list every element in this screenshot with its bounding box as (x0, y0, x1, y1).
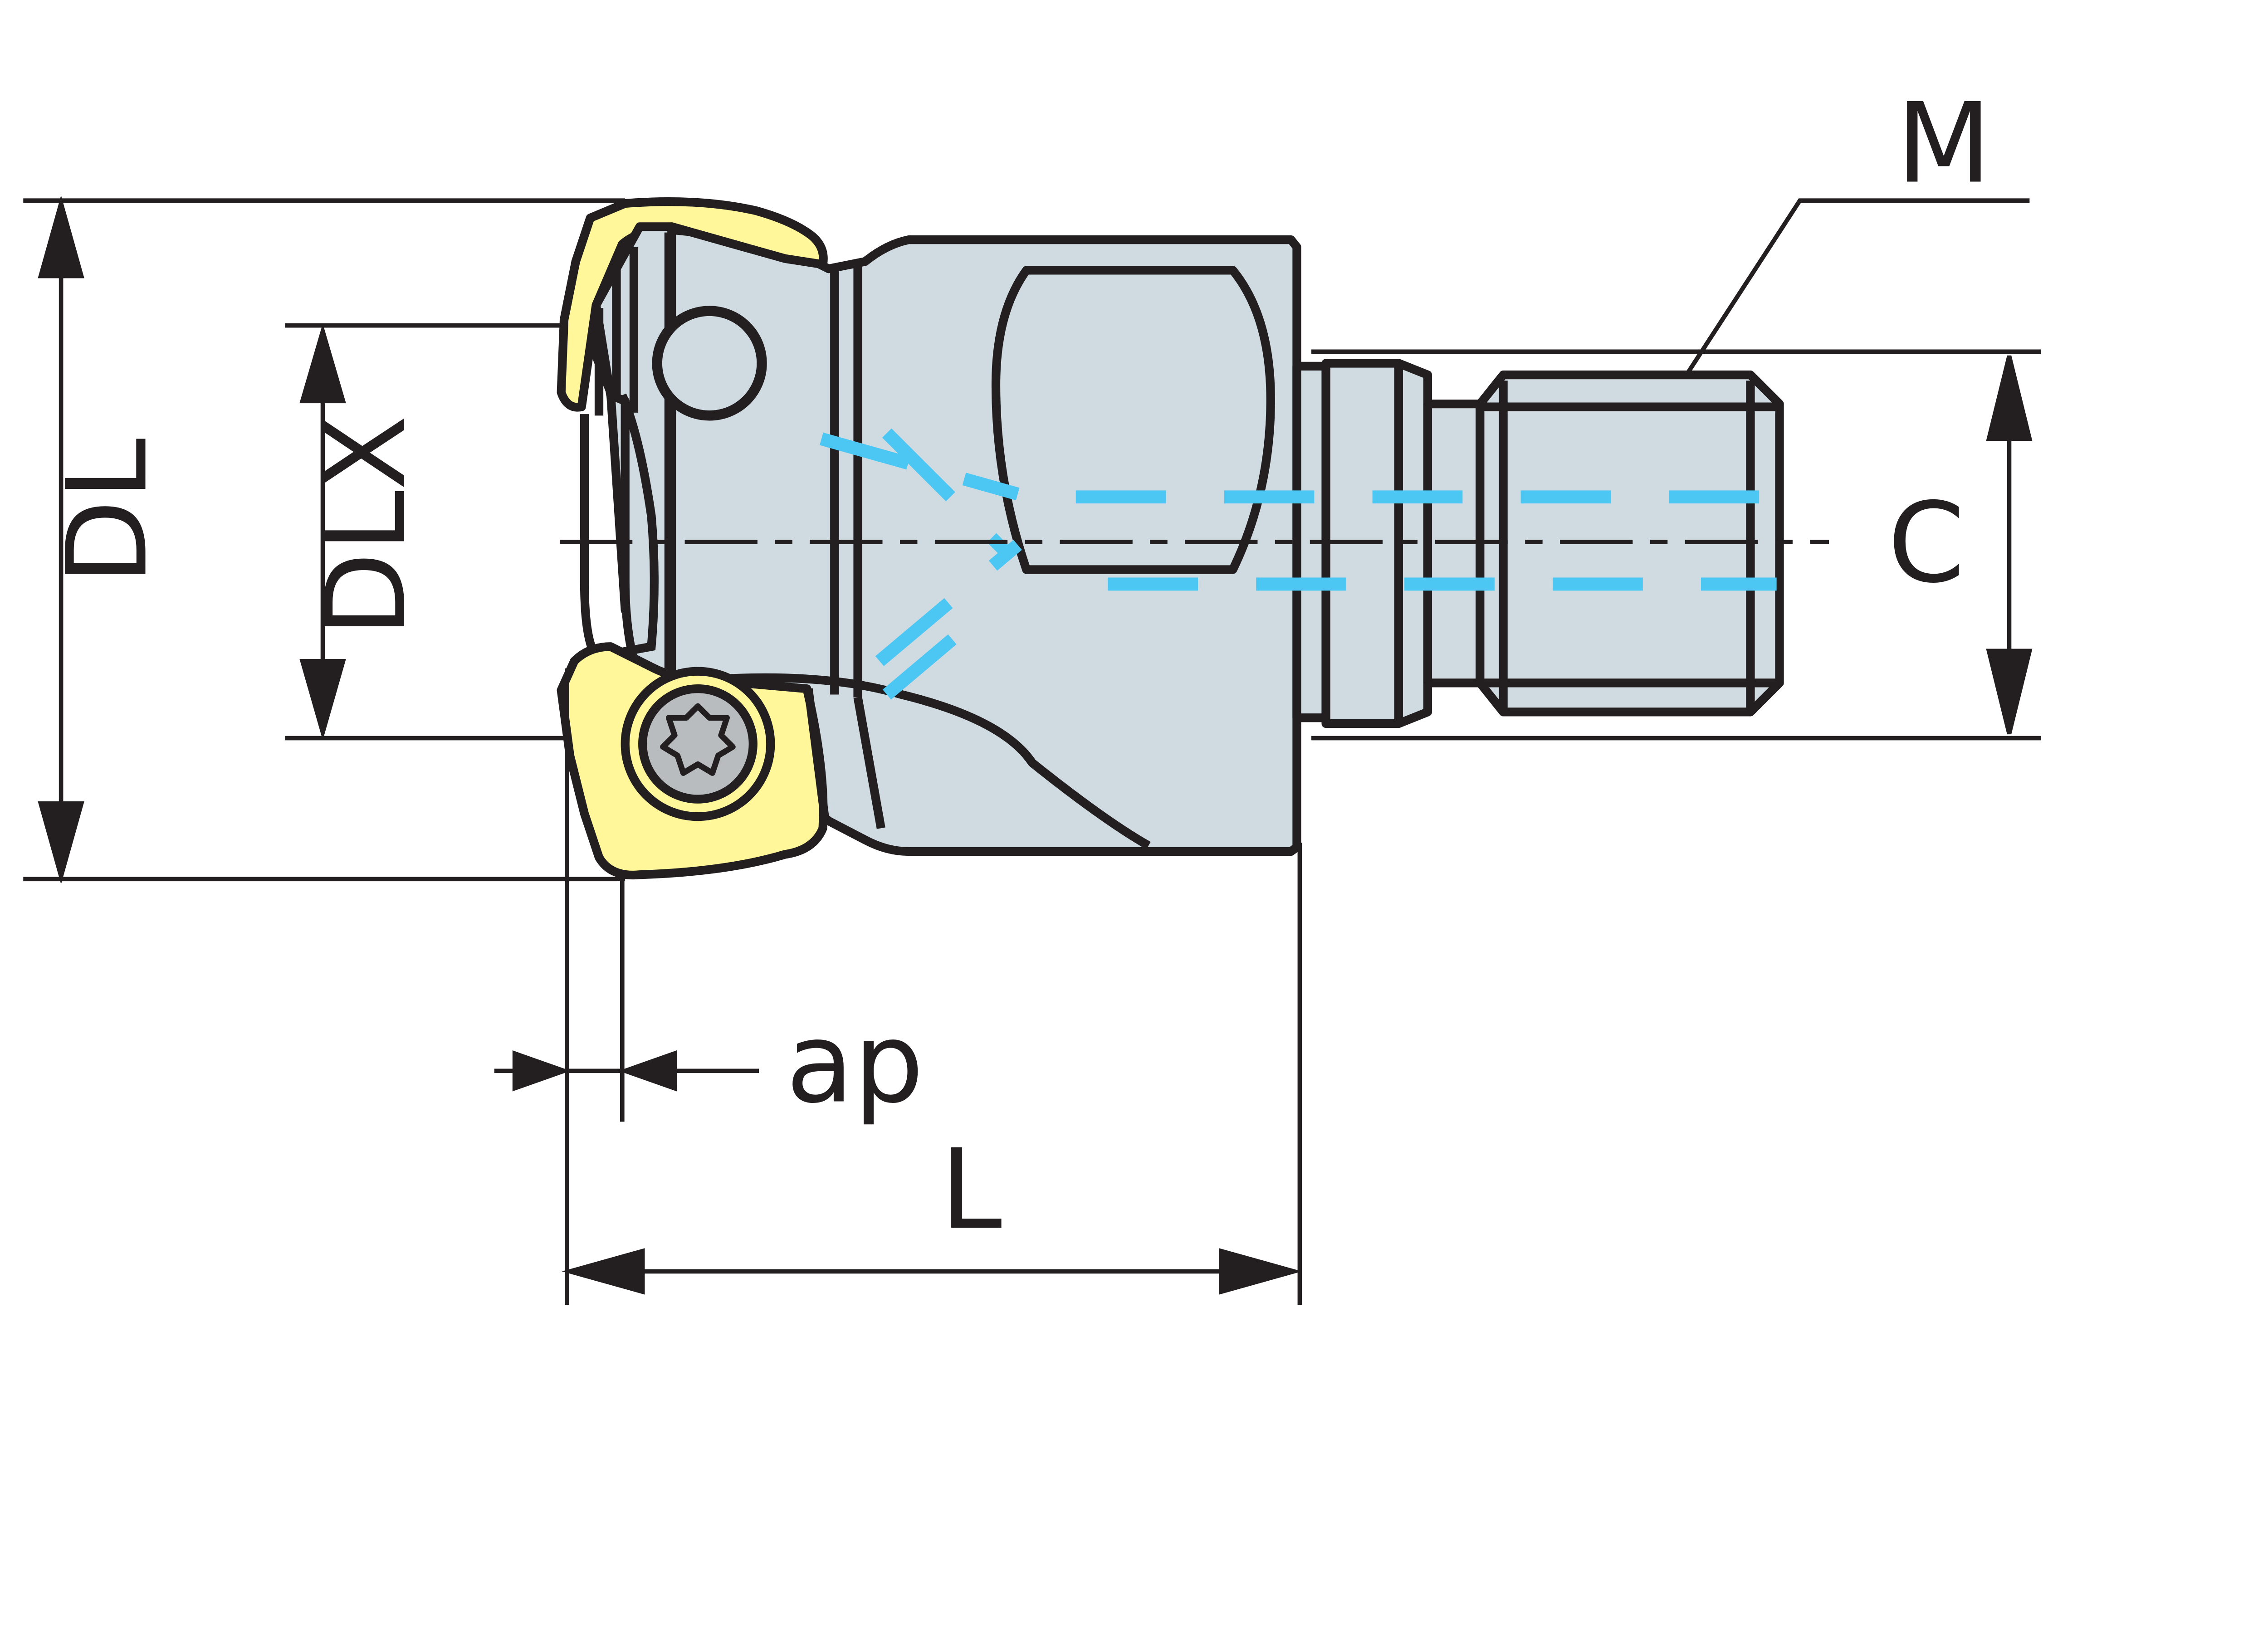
l-arrow-left (562, 1248, 645, 1295)
ap-arrow-left (512, 1050, 571, 1092)
m-label: M (1896, 80, 1991, 208)
coolant-branch-4 (882, 634, 957, 700)
upper-insert-plate (557, 197, 828, 412)
ap-label: ap (786, 1000, 924, 1128)
torx-screw-icon (660, 703, 736, 776)
lower-insert-edge (804, 688, 831, 826)
dimension-lines (23, 198, 2041, 1305)
dl-arrow-bottom (38, 801, 84, 884)
lower-insert (557, 642, 831, 880)
coolant-channels (819, 428, 1777, 700)
c-label: C (1888, 479, 1965, 608)
c-arrow-top (1986, 355, 2033, 441)
shoulder-line-3 (853, 697, 885, 829)
dl-arrow-top (38, 195, 84, 278)
insert-wedge (580, 393, 659, 662)
coolant-branch-3 (875, 540, 1022, 666)
dl-label: DL (43, 438, 171, 585)
dlx-arrow-bottom (299, 659, 346, 741)
upper-screw-hole (652, 306, 767, 421)
ap-arrow-right (618, 1050, 677, 1092)
dlx-arrow-top (299, 323, 346, 404)
coolant-branch-1 (819, 432, 1020, 501)
dimension-arrows (38, 195, 2033, 1295)
coolant-branch-2 (882, 428, 1008, 554)
wrench-flat (991, 266, 1275, 574)
l-arrow-right (1219, 1248, 1302, 1295)
l-label: L (940, 1126, 1002, 1254)
chip-flute (668, 673, 1151, 850)
dlx-label: DLX (302, 415, 430, 637)
c-arrow-bottom (1986, 649, 2033, 735)
m-leader (1684, 198, 2030, 376)
